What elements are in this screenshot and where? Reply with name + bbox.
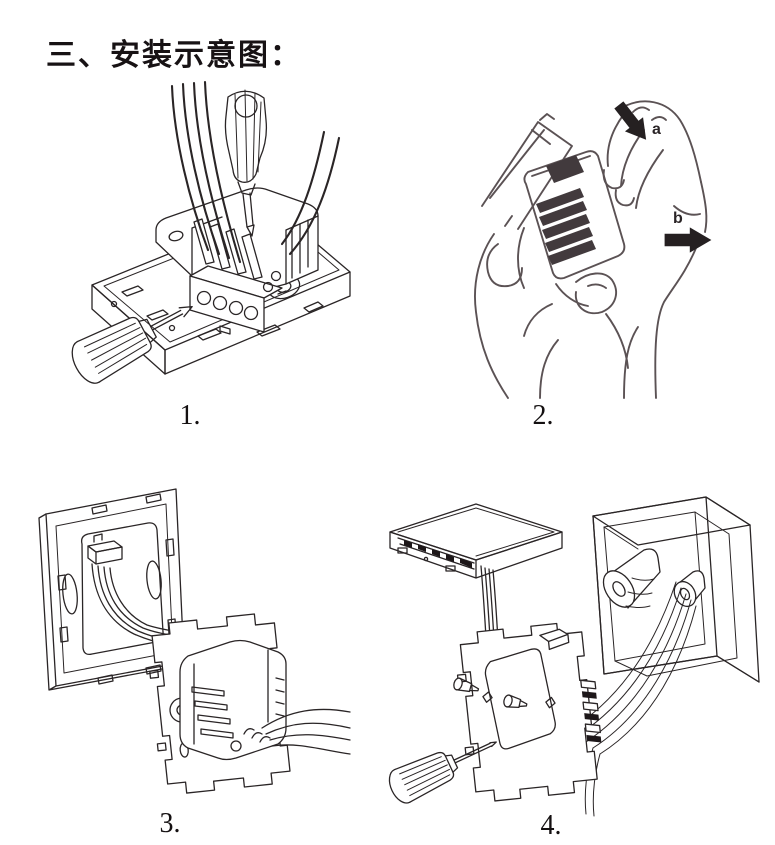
arrow-b-label: b [673, 210, 683, 227]
arrow-a-label: a [652, 121, 661, 138]
figure-1-drawing [71, 80, 351, 384]
figure-3-panel-frame-illustration [30, 482, 356, 812]
section-title: 三、安装示意图： [46, 39, 302, 72]
figure-3-caption: 3. [159, 808, 181, 839]
figure-4-caption: 4. [540, 810, 562, 841]
figure-2-drawing: a b [474, 100, 712, 399]
figure-2-caption: 2. [532, 400, 554, 431]
figure-3-drawing [38, 488, 351, 794]
figure-1-caption: 1. [179, 400, 201, 431]
figure-1-wiring-illustration [52, 80, 374, 400]
figure-4-drawing [388, 496, 760, 817]
figure-2-hands-illustration: a b [428, 86, 722, 402]
figure-4-assembly-illustration [388, 486, 770, 820]
